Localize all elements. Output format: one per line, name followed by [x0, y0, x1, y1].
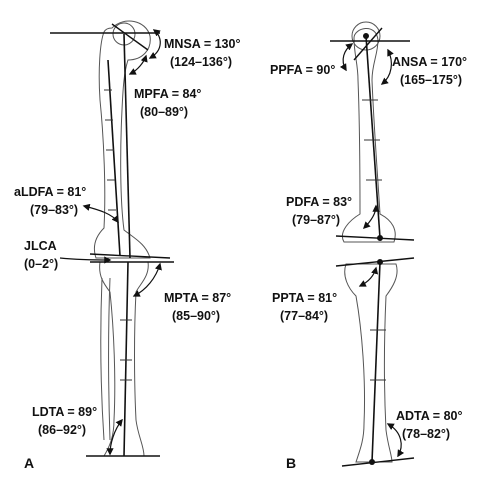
mpta-range: (85–90°) [172, 309, 220, 323]
ldta-range: (86–92°) [38, 423, 86, 437]
panel-b-letter: B [286, 455, 296, 471]
adta-arc [386, 423, 405, 458]
ppfa-arc [339, 43, 354, 72]
ansa-range: (165–175°) [400, 73, 462, 87]
ppta-label: PPTA = 81° [272, 291, 337, 305]
tibial-joint-line-b [335, 257, 415, 267]
ppfa-label: PPFA = 90° [270, 63, 335, 77]
femur-mechanical-axis-a [123, 33, 131, 259]
fibula-outline-a [100, 277, 111, 441]
aldfa-range: (79–83°) [30, 203, 78, 217]
femoral-neck-axis-b [353, 27, 383, 61]
jlca-range: (0–2°) [24, 257, 58, 271]
mnsa-label: MNSA = 130° [164, 37, 240, 51]
femur-anatomic-axis-a [107, 59, 121, 257]
femur-mechanical-axis-b [365, 35, 381, 239]
femoral-joint-line-b [335, 235, 415, 241]
aldfa-arc [82, 203, 119, 224]
panel-a-frontal: MNSA = 130° (124–136°) MPFA = 84° (80–89… [14, 20, 240, 471]
femur-outline-b [342, 28, 396, 243]
femur-outline-a [93, 20, 151, 259]
ankle-center-point-b [369, 459, 375, 465]
tibia-mechanical-axis-a [123, 261, 129, 457]
pdfa-label: PDFA = 83° [286, 195, 352, 209]
tibia-outline-b [344, 263, 398, 463]
knee-tibial-point-b [377, 259, 383, 265]
ppta-range: (77–84°) [280, 309, 328, 323]
ldta-label: LDTA = 89° [32, 405, 97, 419]
mpta-label: MPTA = 87° [164, 291, 231, 305]
mnsa-range: (124–136°) [170, 55, 232, 69]
mpfa-range: (80–89°) [140, 105, 188, 119]
tibia-mechanical-axis-b [371, 261, 381, 463]
jlca-pointer [59, 256, 112, 264]
aldfa-label: aLDFA = 81° [14, 185, 86, 199]
ansa-label: ANSA = 170° [392, 55, 467, 69]
femoral-neck-axis-a [111, 23, 149, 51]
adta-label: ADTA = 80° [396, 409, 462, 423]
femoral-head-b [351, 21, 381, 51]
pdfa-range: (79–87°) [292, 213, 340, 227]
mpta-arc [132, 262, 162, 297]
ankle-reference-line-b [341, 457, 415, 467]
pdfa-arc [362, 204, 380, 230]
mpfa-arc [128, 54, 148, 75]
hip-center-point-b [363, 33, 369, 39]
axis-ticks-b [362, 99, 386, 381]
ansa-arc [380, 48, 394, 85]
panel-b-sagittal: PPFA = 90° ANSA = 170° (165–175°) PDFA =… [270, 21, 467, 471]
jlca-label: JLCA [24, 239, 57, 253]
ppta-arc [358, 266, 379, 287]
adta-range: (78–82°) [402, 427, 450, 441]
panel-a-letter: A [24, 455, 34, 471]
mpfa-label: MPFA = 84° [134, 87, 201, 101]
mnsa-arc [148, 29, 161, 59]
ldta-arc [106, 418, 123, 456]
knee-femoral-point-b [377, 235, 383, 241]
